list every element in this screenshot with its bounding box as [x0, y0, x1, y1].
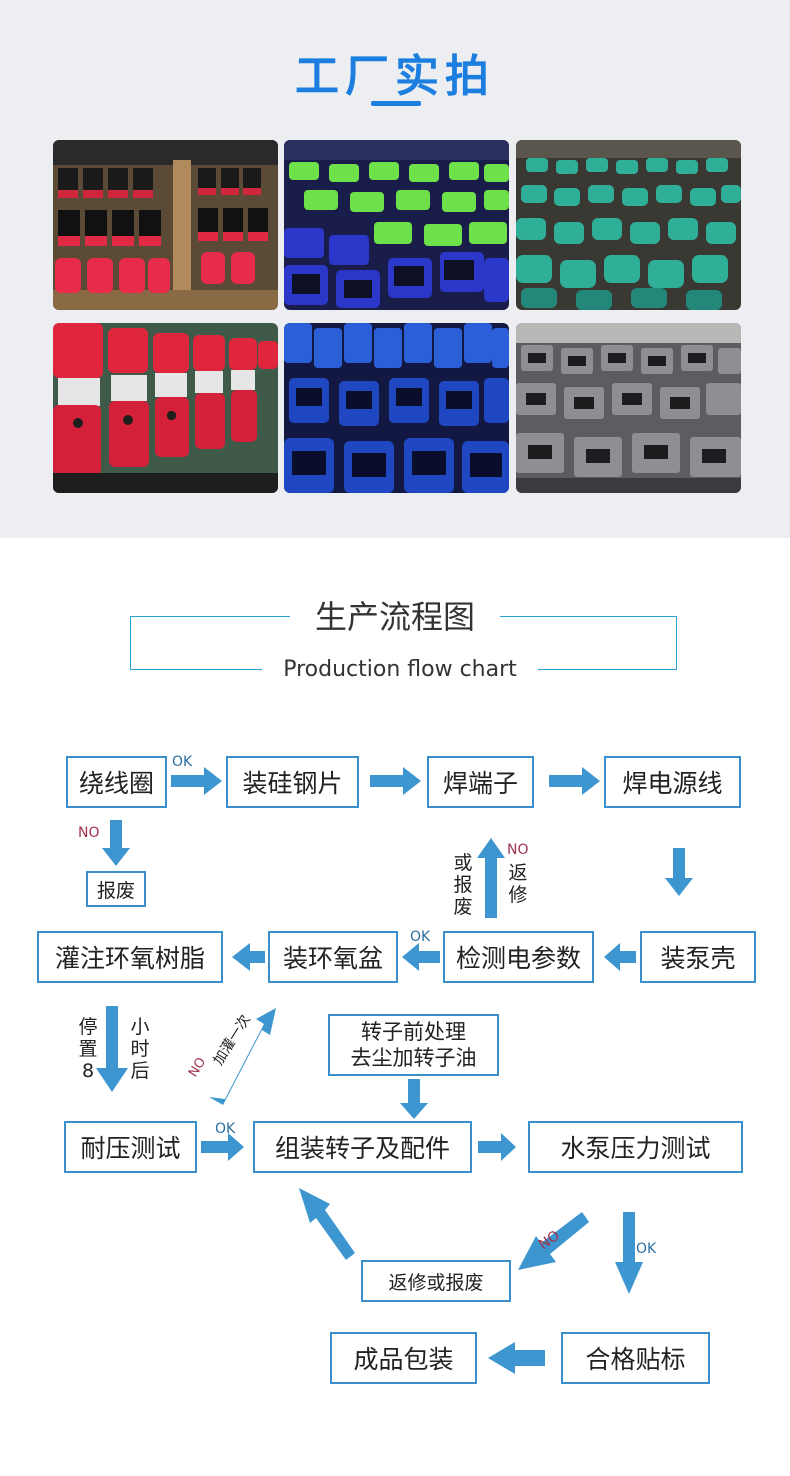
arrow-left [232, 943, 265, 971]
photo-grey-housings [516, 323, 741, 493]
title-underline [371, 101, 421, 106]
photo-blue-pumps [284, 323, 509, 493]
node-packaging: 成品包装 [330, 1332, 477, 1384]
label-stand-time: 停置8 [78, 1016, 98, 1082]
arrow-diagonal-up [299, 1188, 355, 1260]
arrow-right [478, 1133, 516, 1161]
arrow-left [488, 1342, 545, 1374]
rotor-pretreat-line2: 去尘加转子油 [350, 1046, 477, 1070]
flowchart-title-zh: 生产流程图 [290, 595, 500, 639]
node-rotor-pretreatment: 转子前处理 去尘加转子油 [328, 1014, 499, 1076]
label-ok: OK [172, 754, 193, 770]
node-voltage-test: 耐压测试 [64, 1121, 197, 1173]
label-no: NO [78, 825, 100, 841]
arrow-diagonal-up [209, 1008, 276, 1105]
label-ok: OK [410, 929, 431, 945]
label-ok: OK [636, 1241, 657, 1257]
arrow-down [665, 848, 693, 896]
label-ok: OK [215, 1121, 236, 1137]
photo-red-rotor-pumps [53, 323, 278, 493]
label-or-scrap: 或报废 [453, 852, 473, 918]
node-test-electrical: 检测电参数 [443, 931, 594, 983]
arrow-down [615, 1212, 643, 1294]
arrow-right [370, 767, 421, 795]
label-after-hours: 小时后 [130, 1016, 150, 1082]
arrow-down [96, 1006, 128, 1092]
arrow-down [400, 1079, 428, 1119]
node-epoxy-potting: 灌注环氧树脂 [37, 931, 223, 983]
rotor-pretreat-line1: 转子前处理 [361, 1020, 466, 1044]
arrow-diagonal-down [518, 1212, 589, 1270]
node-repair-or-scrap: 返修或报废 [361, 1260, 511, 1302]
node-wind-coil: 绕线圈 [66, 756, 167, 808]
photo-green-blue-pumps [284, 140, 509, 310]
photo-teal-pumps [516, 140, 741, 310]
arrow-up [477, 838, 505, 918]
node-label: 合格贴标 [561, 1332, 710, 1384]
arrow-down [102, 820, 130, 866]
arrow-right [201, 1133, 244, 1161]
arrow-left [402, 943, 440, 971]
node-install-silicon-steel: 装硅钢片 [226, 756, 359, 808]
factory-photos-section: 工厂实拍 [0, 0, 790, 538]
label-repair: 返修 [508, 862, 528, 906]
factory-title: 工厂实拍 [295, 51, 495, 102]
node-assemble-rotor: 组装转子及配件 [253, 1121, 472, 1173]
arrow-left [604, 943, 636, 971]
label-no: NO [507, 842, 529, 858]
photo-red-black-pumps [53, 140, 278, 310]
node-install-pump-shell: 装泵壳 [640, 931, 756, 983]
node-pressure-test: 水泵压力测试 [528, 1121, 743, 1173]
flowchart-title-en: Production flow chart [262, 650, 538, 690]
node-scrap: 报废 [86, 871, 146, 907]
node-weld-terminal: 焊端子 [427, 756, 534, 808]
arrow-right [171, 767, 222, 795]
node-weld-power-cord: 焊电源线 [604, 756, 741, 808]
arrow-right [549, 767, 600, 795]
node-install-epoxy-basin: 装环氧盆 [268, 931, 398, 983]
